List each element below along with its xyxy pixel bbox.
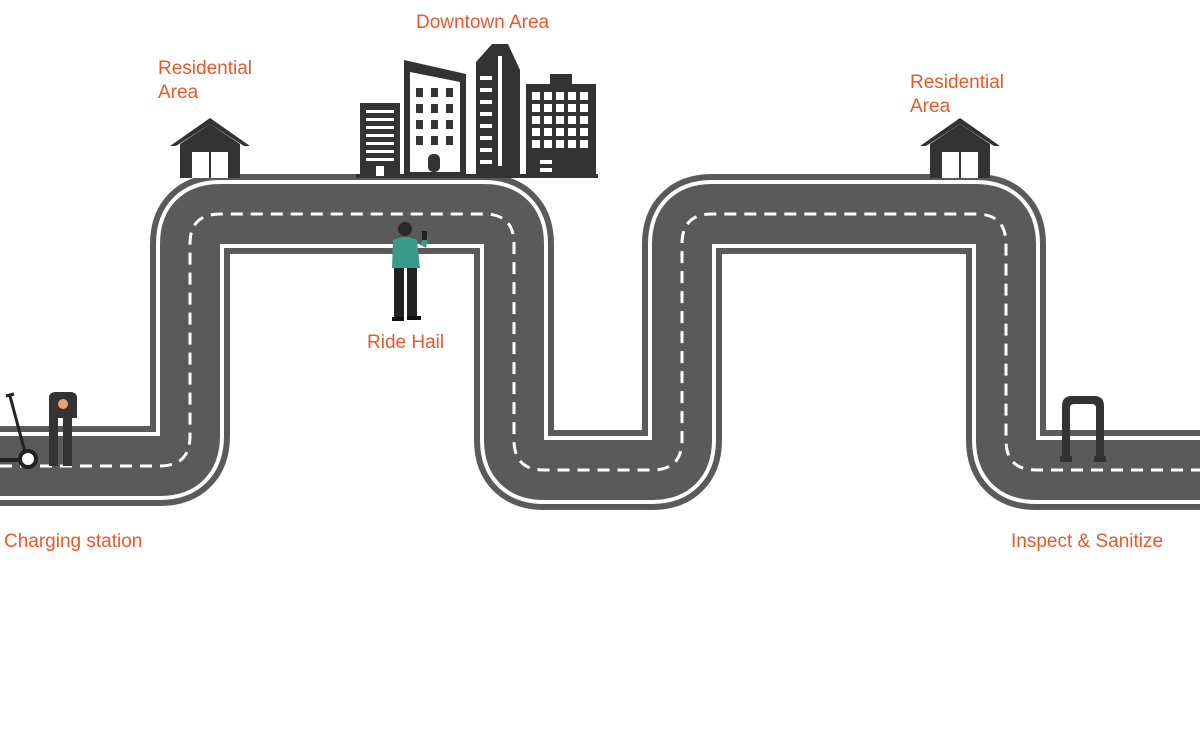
house-icon (920, 118, 1000, 178)
residential-left-label-line1: Residential (158, 58, 252, 79)
person-phone-icon (392, 222, 428, 321)
sanitize-gate-icon (1060, 396, 1106, 462)
ride-hail-label: Ride Hail (367, 332, 445, 353)
house-icon (170, 118, 250, 178)
road (0, 174, 1200, 510)
charging-station-label: Charging station (4, 531, 143, 552)
inspect-sanitize-label: Inspect & Sanitize (1011, 531, 1164, 552)
downtown-label: Downtown Area (416, 12, 550, 33)
charging-station-icon (49, 392, 77, 466)
residential-left-label-line2: Area (158, 82, 199, 103)
residential-right-label-line2: Area (910, 96, 951, 117)
city-buildings-icon (356, 44, 598, 178)
residential-right-label-line1: Residential (910, 72, 1004, 93)
scooter-icon (0, 392, 38, 469)
